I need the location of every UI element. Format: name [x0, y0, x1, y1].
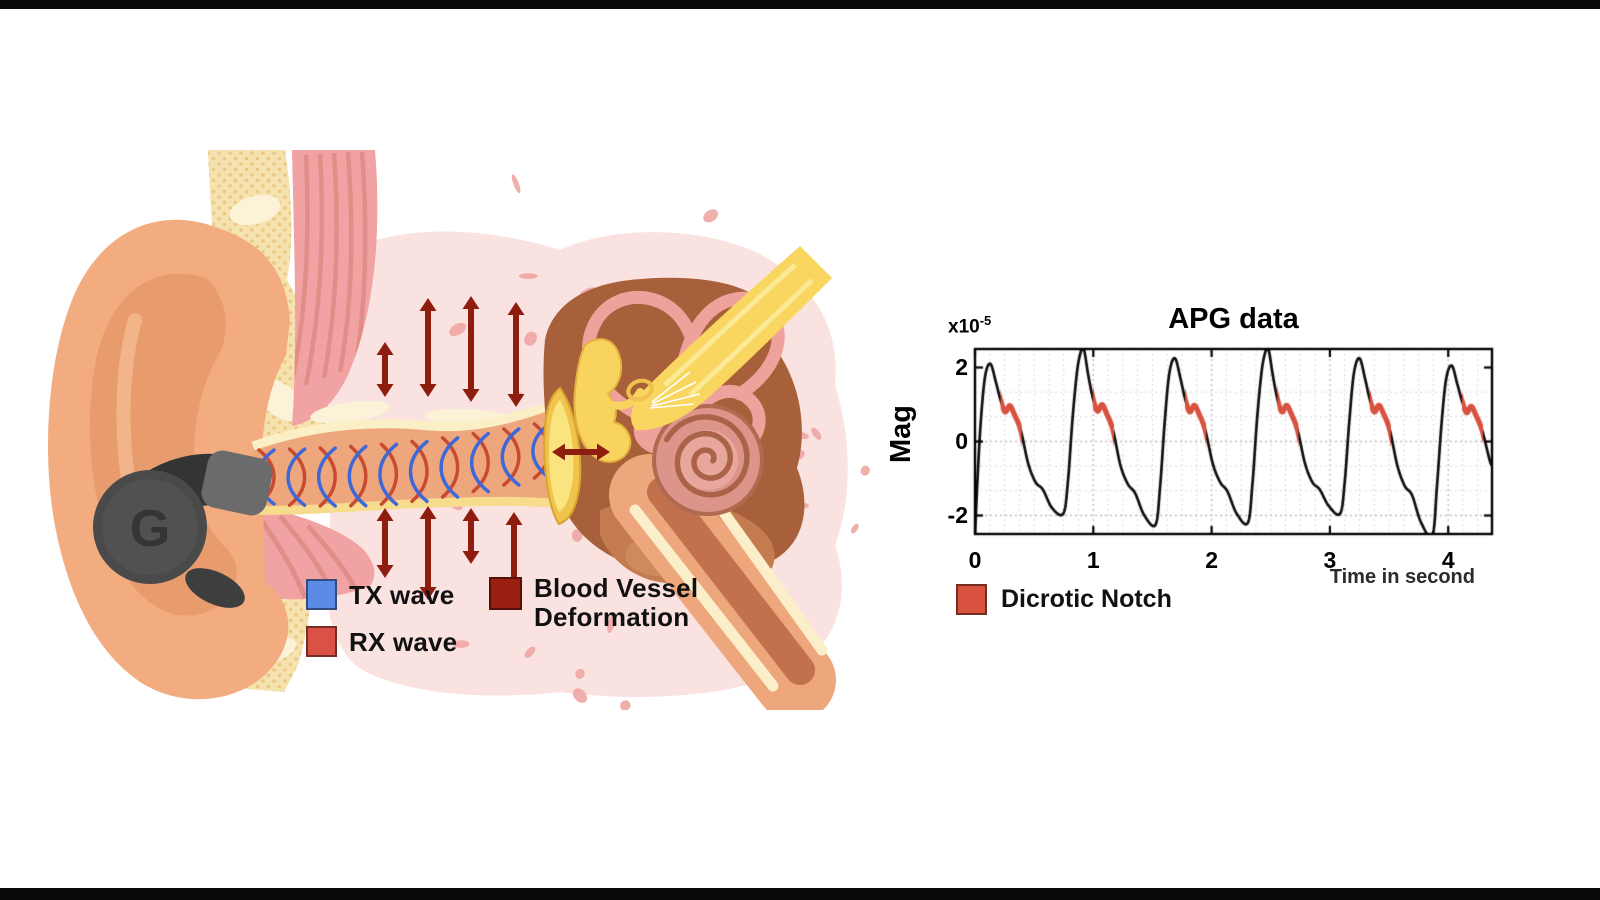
ear-diagram: G	[48, 150, 870, 710]
earbud-tip	[201, 450, 273, 516]
x-tick-label: 4	[1441, 547, 1455, 573]
dicrotic-notch-label: Dicrotic Notch	[1001, 585, 1172, 613]
x-tick-label: 2	[1205, 547, 1218, 573]
x-tick-label: 1	[1086, 547, 1100, 573]
rx-wave-swatch	[306, 626, 337, 657]
scale-prefix: x10	[948, 316, 980, 338]
ossicles	[573, 338, 654, 463]
x-tick-label: 3	[1323, 547, 1337, 573]
eustachian-tube	[609, 454, 836, 710]
y-tick-label: 2	[955, 353, 968, 380]
upper-muscle	[292, 150, 378, 426]
blood-vessel-deformation-label: Blood Vessel Deformation	[534, 574, 698, 632]
dicrotic-notch-swatch	[956, 584, 987, 615]
auditory-nerve	[631, 246, 832, 431]
cochlea-spiral	[663, 414, 750, 498]
y-tick-label: 0	[955, 427, 968, 454]
apg-waveform-plot	[965, 339, 1500, 545]
rx-wave-label: RX wave	[349, 627, 458, 657]
chart-title: APG data	[1168, 303, 1299, 335]
bottom-border-bar	[0, 888, 1600, 900]
tx-wave-label: TX wave	[349, 580, 455, 610]
x-axis-label: Time in second	[1329, 566, 1475, 588]
earbud: G	[93, 450, 273, 608]
x-tick-label: 0	[968, 547, 982, 573]
cochlea	[652, 404, 764, 516]
tx-wave-swatch	[306, 579, 337, 610]
blood-vessel-label-line2: Deformation	[534, 602, 690, 632]
blood-vessel-deformation-swatch	[489, 577, 522, 610]
google-logo-g: G	[130, 500, 170, 558]
y-axis-label: Mag	[885, 405, 917, 463]
blood-vessel-label-line1: Blood Vessel	[534, 573, 699, 603]
blood-vessel-deformation-arrows	[376, 296, 610, 600]
y-axis-scale-label: x10-5	[948, 313, 991, 338]
scale-exponent: -5	[979, 313, 992, 328]
top-border-bar	[0, 0, 1600, 9]
y-tick-label: -2	[947, 501, 968, 528]
